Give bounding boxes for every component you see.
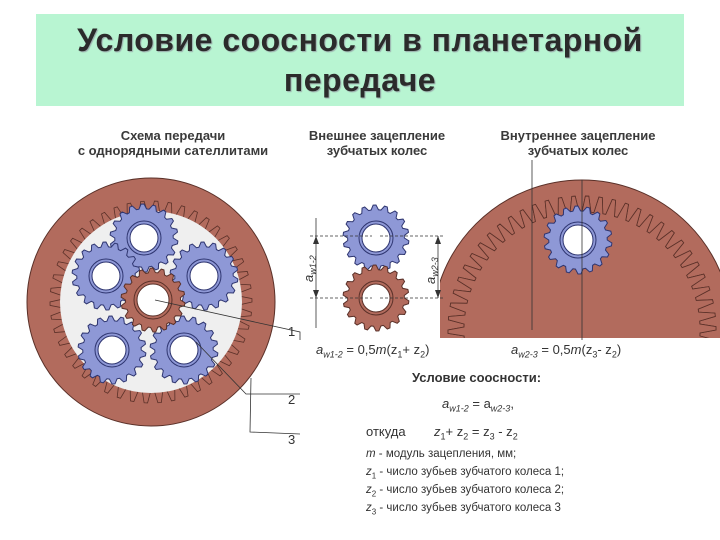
note-z3: z3 - число зубьев зубчатого колеса 3 (366, 502, 561, 517)
aw23-dimension-label: aw2-3 (423, 257, 440, 284)
coaxiality-condition-label: Условие соосности: (412, 370, 542, 385)
planet-gear-4-hub (94, 332, 130, 368)
external-header: Внешнее зацепление зубчатых колес (292, 128, 462, 158)
sun-gear-body-hub (133, 280, 173, 320)
scheme-header: Схема передачи с однорядными сателлитами (58, 128, 288, 158)
coaxiality-equation: aw1-2 = aw2-3, (442, 396, 514, 414)
aw12-dimension-label: aw1-2 (301, 255, 318, 282)
external-mesh (342, 204, 410, 332)
external-header-line-2: зубчатых колес (326, 143, 428, 158)
external-planet-gear-hub (358, 220, 394, 256)
sun-gear (120, 267, 186, 333)
title-line-1: Условие соосности в планетарной (77, 22, 643, 58)
internal-center-distance-formula: aw2-3 = 0,5m(z3- z2) (511, 342, 622, 360)
planet-gear-3-bore (189, 261, 219, 291)
teeth-relation-equation: z1+ z2 = z3 - z2 (434, 424, 518, 442)
planet-gear-5-hub (166, 332, 202, 368)
external-header-line-1: Внешнее зацепление (308, 128, 446, 143)
callout-1: 1 (288, 324, 295, 339)
page-title: Условие соосности в планетарной передаче (36, 20, 684, 100)
dimension-arrows (313, 236, 441, 298)
planet-gear-2-hub (88, 258, 124, 294)
planet-gears (71, 203, 239, 385)
title-line-2: передаче (283, 62, 437, 98)
planet-gear-5-bore (169, 335, 199, 365)
title-banner: Условие соосности в планетарной передаче (36, 14, 684, 106)
callout-2: 2 (288, 392, 295, 407)
internal-header-line-1: Внутреннее зацепление (500, 128, 656, 143)
planet-gear-1-bore (129, 223, 159, 253)
internal-header-line-2: зубчатых колес (527, 143, 629, 158)
callout-leaders (154, 299, 301, 435)
internal-planet-gear-hub (559, 221, 597, 259)
planet-gear-1-hub (126, 220, 162, 256)
note-module: m - модуль зацепления, мм; (366, 448, 517, 460)
sun-gear-body-bore (136, 283, 170, 317)
dimension-lines (310, 160, 583, 340)
scheme-header-line-1: Схема передачи (120, 128, 226, 143)
planet-gear-2-bore (91, 261, 121, 291)
planet-gear-4-bore (97, 335, 127, 365)
planetary-scheme (26, 177, 276, 427)
external-planet-gear-bore (361, 223, 391, 253)
callout-3: 3 (288, 432, 295, 447)
note-z2: z2 - число зубьев зубчатого колеса 2; (366, 484, 565, 499)
planet-gear-3-hub (186, 258, 222, 294)
scheme-header-line-2: с однорядными сателлитами (77, 143, 269, 158)
whence-label: откуда (366, 424, 406, 439)
note-z1: z1 - число зубьев зубчатого колеса 1; (366, 466, 565, 481)
internal-mesh-planet (543, 205, 613, 275)
internal-header: Внутреннее зацепление зубчатых колес (478, 128, 678, 158)
external-center-distance-formula: aw1-2 = 0,5m(z1+ z2) (316, 342, 430, 360)
internal-planet-gear-bore (562, 224, 594, 256)
